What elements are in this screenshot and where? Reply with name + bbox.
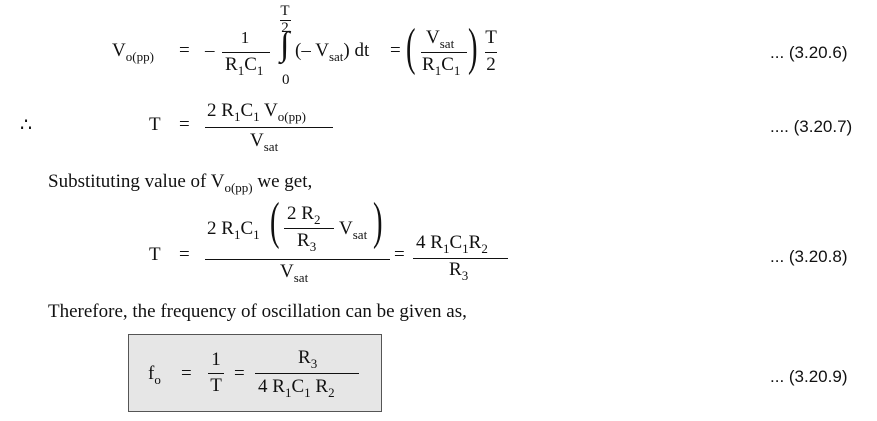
therefore-symbol: ∴ [20,115,33,136]
eq3-main-fraction-bar [205,259,390,260]
eq3-lhs: T [149,244,161,265]
eq1-left-paren: ( [406,19,416,76]
equation-number-3-20-9: ... (3.20.9) [770,367,848,386]
eq3-rhs-numerator: 4 R1C1R2 [416,232,488,256]
equation-number-3-20-8: ... (3.20.8) [770,247,848,266]
eq1-half-bar [485,52,497,53]
eq3-numerator-prefix: 2 R1C1 [207,218,260,242]
substituting-text: Substituting value of Vo(pp) we get, [48,171,313,195]
eq4-lhs: fo [148,363,161,387]
eq1-lhs: Vo(pp) [112,40,154,64]
eq3-rhs-bar [413,258,508,259]
eq1-equals: = [179,40,190,61]
equation-number-3-20-6: ... (3.20.6) [770,43,848,62]
eq1-fraction-bar [222,52,270,53]
eq1-right-paren: ) [468,19,478,76]
eq1-numerator: 1 [240,28,250,47]
eq1-integrand: (– Vsat) dt [295,40,370,64]
eq1-upper-limit-2: 2 [281,20,289,36]
eq3-inner-numerator: 2 R2 [287,203,321,227]
eq2-fraction-bar [205,127,333,128]
eq3-right-paren: ) [373,193,383,250]
eq3-inner-bar [284,228,334,229]
therefore-text: Therefore, the frequency of oscillation … [48,301,467,322]
eq3-denominator: Vsat [280,261,309,285]
eq3-left-paren: ( [270,193,280,250]
eq1-half-t: T [485,27,497,48]
equation-number-3-20-7: .... (3.20.7) [770,117,853,136]
eq3-inner-denominator: R3 [297,230,317,254]
eq3-rhs-denominator: R3 [449,259,469,283]
eq4-fraction-bar-1 [208,373,224,374]
eq4-numerator: R3 [298,347,318,371]
eq4-equals-2: = [234,363,245,384]
eq1-equals-2: = [390,40,401,61]
eq1-denominator: R1C1 [225,54,264,78]
eq3-inner-v: Vsat [339,218,368,242]
eq3-equals: = [179,244,190,265]
eq1-minus: – [205,40,215,61]
eq4-equals: = [181,363,192,384]
eq1-upper-limit-bar [280,20,291,21]
eq2-equals: = [179,114,190,135]
integral-sign: ∫ [280,26,290,63]
eq1-frac-numerator: Vsat [426,27,455,51]
eq4-t: T [210,375,222,396]
eq1-frac-bar [421,52,467,53]
eq1-upper-limit-t: T [280,3,290,19]
eq2-lhs: T [149,114,161,135]
eq1-frac-denominator: R1C1 [422,54,461,78]
eq2-denominator: Vsat [250,130,279,154]
eq1-half-2: 2 [486,54,496,75]
eq3-equals-2: = [394,244,405,265]
eq4-one: 1 [211,349,221,370]
eq4-fraction-bar-2 [255,373,359,374]
eq1-lower-limit: 0 [282,72,290,88]
eq2-numerator: 2 R1C1 Vo(pp) [207,100,306,124]
eq4-denominator: 4 R1C1 R2 [258,376,335,400]
